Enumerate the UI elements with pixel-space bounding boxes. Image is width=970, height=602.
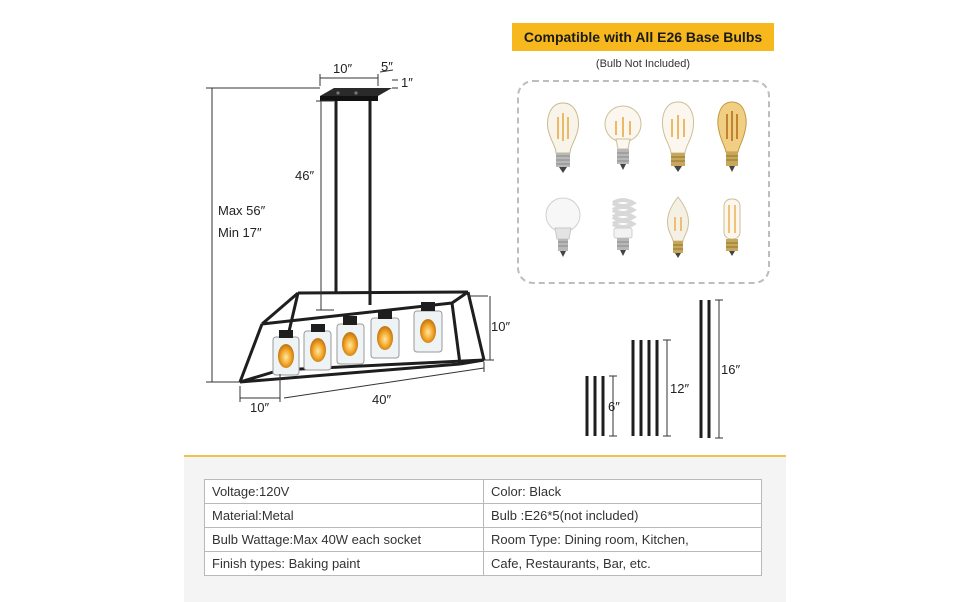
a19-filament-bulb-icon <box>604 105 642 170</box>
spec-cell: Finish types: Baking paint <box>204 551 484 576</box>
spec-cell: Material:Metal <box>204 503 484 528</box>
shade-4 <box>370 310 400 359</box>
max-height-label: Max 56″ <box>218 203 266 218</box>
spec-table: Voltage:120V Color: Black Material:Metal… <box>204 479 762 576</box>
spec-cell: Bulb Wattage:Max 40W each socket <box>204 527 484 552</box>
tubular-bulb-icon <box>723 198 741 256</box>
dimension-lines <box>206 69 494 402</box>
table-row: Bulb Wattage:Max 40W each socket Room Ty… <box>204 527 762 552</box>
cage-height-label: 10″ <box>491 319 511 334</box>
rod-set-16 <box>699 300 711 438</box>
globe-filament-bulb-icon <box>662 101 694 172</box>
glass-shades <box>272 302 443 376</box>
shade-3 <box>336 316 365 365</box>
rod-6-label: 6″ <box>608 399 620 414</box>
suspension-rods <box>334 101 372 305</box>
bulb-not-included-note: (Bulb Not Included) <box>595 58 691 70</box>
spec-cell: Cafe, Restaurants, Bar, etc. <box>483 551 762 576</box>
compatibility-badge: Compatible with All E26 Base Bulbs <box>512 23 774 51</box>
spec-cell: Bulb :E26*5(not included) <box>483 503 762 528</box>
fixture-diagram: 10″ 5″ 1″ 46″ Max 56″ Min 17″ 10″ 10″ 40… <box>0 0 510 440</box>
cage-length-label: 40″ <box>372 392 392 407</box>
spec-cell: Room Type: Dining room, Kitchen, <box>483 527 762 552</box>
extension-rods-drawing <box>585 299 723 439</box>
canopy-width-label: 10″ <box>333 61 353 76</box>
table-row: Finish types: Baking paint Cafe, Restaur… <box>204 551 762 576</box>
min-height-label: Min 17″ <box>218 225 262 240</box>
led-a19-bulb-icon <box>545 197 581 257</box>
fixture-drawing <box>206 69 494 402</box>
spec-cell: Color: Black <box>483 479 762 504</box>
flame-tip-bulb-icon <box>667 196 689 258</box>
edison-st64-bulb-icon <box>547 102 579 173</box>
cage-depth-label: 10″ <box>250 400 270 415</box>
table-row: Voltage:120V Color: Black <box>204 479 762 504</box>
rod-set-6 <box>585 376 605 436</box>
spec-cell: Voltage:120V <box>204 479 484 504</box>
shade-5 <box>413 302 443 353</box>
extension-rods: 6″ 12″ 16″ <box>575 290 775 450</box>
amber-edison-bulb-icon <box>717 101 747 172</box>
shade-1 <box>272 330 300 376</box>
canopy-height-label: 1″ <box>401 75 413 90</box>
canopy <box>320 88 392 101</box>
rod-16-label: 16″ <box>721 362 741 377</box>
rod-length-label: 46″ <box>295 168 315 183</box>
compatible-bulbs-panel <box>517 80 770 284</box>
rod-12-label: 12″ <box>670 381 690 396</box>
cfl-spiral-bulb-icon <box>611 198 637 256</box>
rod-set-12 <box>631 340 659 436</box>
table-row: Material:Metal Bulb :E26*5(not included) <box>204 503 762 528</box>
canopy-depth-label: 5″ <box>381 59 393 74</box>
shade-2 <box>303 324 332 371</box>
